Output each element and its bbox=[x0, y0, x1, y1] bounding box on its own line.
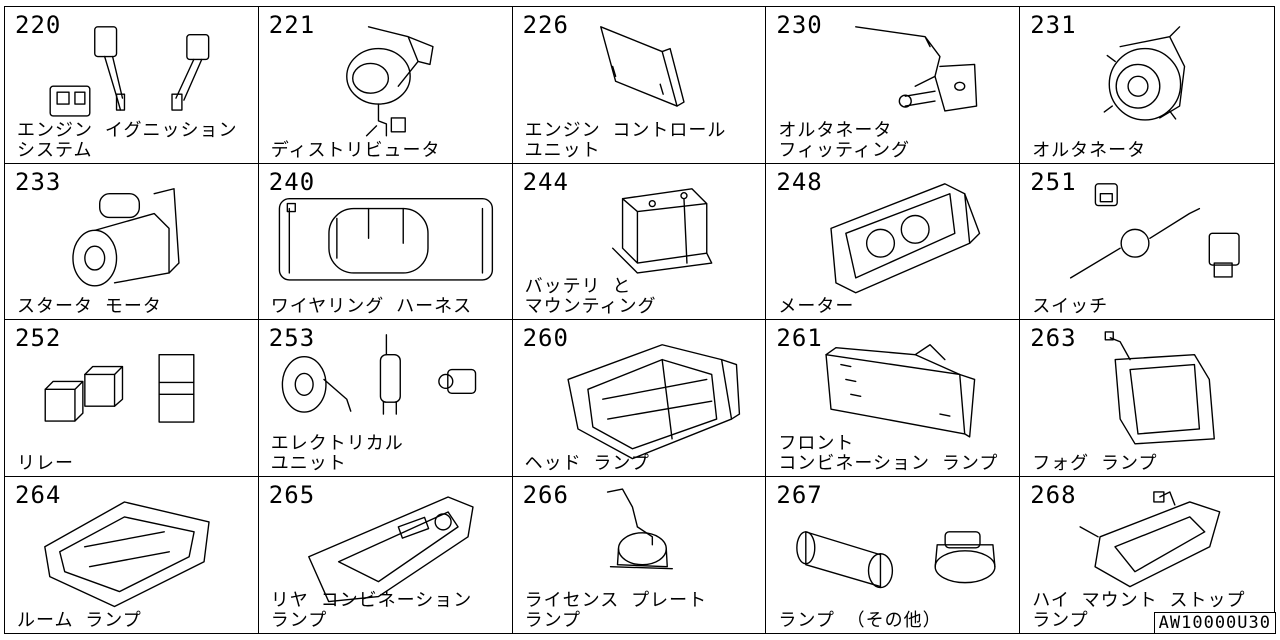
wiring-harness-icon bbox=[278, 197, 493, 281]
category-number: 267 bbox=[776, 480, 823, 509]
headlamp-icon bbox=[566, 344, 740, 460]
category-cell-251[interactable]: 251 スイッチ bbox=[1020, 164, 1274, 320]
fog-lamp-icon bbox=[1104, 331, 1216, 445]
alternator-icon bbox=[1103, 26, 1186, 121]
category-cell-266[interactable]: 266 ライセンス プレート ランプ bbox=[513, 476, 767, 633]
room-lamp-icon bbox=[44, 500, 210, 607]
relay-icon bbox=[44, 353, 195, 423]
category-number: 266 bbox=[522, 480, 569, 509]
category-label: オルタネータ フィッティング bbox=[778, 119, 910, 161]
category-cell-264[interactable]: 264 ルーム ランプ bbox=[5, 476, 259, 633]
category-cell-263[interactable]: 263 フォグ ランプ bbox=[1020, 320, 1274, 477]
control-unit-icon bbox=[599, 26, 685, 107]
category-label: ディストリビュータ bbox=[270, 139, 441, 161]
bulb-icon bbox=[796, 530, 996, 588]
category-label: エンジン コントロール ユニット bbox=[524, 119, 727, 161]
category-number: 252 bbox=[15, 324, 62, 352]
category-number: 265 bbox=[268, 480, 316, 509]
category-number: 260 bbox=[522, 324, 569, 352]
category-number: 233 bbox=[15, 167, 62, 196]
category-number: 231 bbox=[1030, 11, 1077, 39]
category-cell-226[interactable]: 226 エンジン コントロール ユニット bbox=[512, 7, 767, 164]
meter-cluster-icon bbox=[830, 182, 981, 293]
category-label: フロント コンビネーション ランプ bbox=[778, 432, 999, 474]
category-label: バッテリ と マウンティング bbox=[524, 276, 657, 317]
category-label: エンジン イグニッション システム bbox=[17, 119, 238, 161]
category-number: 264 bbox=[15, 480, 62, 509]
category-label: ルーム ランプ bbox=[17, 610, 142, 631]
category-label: ヘッド ランプ bbox=[524, 452, 650, 474]
category-cell-253[interactable]: 253 エレクトリカル ユニット bbox=[258, 320, 513, 477]
category-label: リヤ コンビネーション ランプ bbox=[270, 590, 473, 631]
category-cell-230[interactable]: 230 オルタネータ フィッティング bbox=[766, 7, 1021, 164]
category-number: 248 bbox=[776, 167, 823, 196]
category-label: スタータ モータ bbox=[17, 296, 162, 317]
category-number: 253 bbox=[268, 324, 316, 352]
category-number: 251 bbox=[1030, 167, 1077, 196]
category-cell-265[interactable]: 265 リヤ コンビネーション ランプ bbox=[259, 476, 513, 633]
category-cell-248[interactable]: 248 メーター bbox=[766, 163, 1021, 320]
rear-combination-lamp-icon bbox=[307, 495, 474, 602]
category-cell-240[interactable]: 240 ワイヤリング ハーネス bbox=[258, 163, 513, 320]
category-label: ハイ マウント ストップ ランプ bbox=[1032, 590, 1246, 631]
category-label: オルタネータ bbox=[1032, 139, 1147, 161]
switch-icon bbox=[1070, 182, 1240, 279]
horn-unit-icon bbox=[281, 334, 477, 415]
category-label: エレクトリカル ユニット bbox=[270, 432, 404, 474]
high-mount-stop-lamp-icon bbox=[1079, 490, 1221, 587]
category-label: スイッチ bbox=[1032, 296, 1109, 317]
category-number: 261 bbox=[776, 324, 823, 352]
alternator-bracket-icon bbox=[855, 26, 978, 112]
category-number: 220 bbox=[15, 11, 62, 39]
category-cell-231[interactable]: 231 オルタネータ bbox=[1020, 7, 1274, 164]
ignition-parts-icon bbox=[49, 26, 210, 117]
category-number: 268 bbox=[1030, 480, 1077, 509]
starter-motor-icon bbox=[72, 187, 180, 287]
category-number: 263 bbox=[1030, 324, 1077, 352]
category-label: ランプ （その他） bbox=[778, 610, 942, 631]
category-cell-267[interactable]: 267 ランプ （その他） bbox=[766, 476, 1021, 633]
category-cell-244[interactable]: 244 バッテリ と マウンティング bbox=[512, 163, 767, 320]
category-number: 244 bbox=[522, 167, 569, 196]
category-number: 230 bbox=[776, 11, 823, 39]
front-combination-lamp-icon bbox=[825, 344, 976, 438]
battery-icon bbox=[611, 187, 712, 274]
category-number: 226 bbox=[522, 11, 569, 39]
category-cell-221[interactable]: 221 ディストリビュータ bbox=[258, 7, 513, 164]
distributor-icon bbox=[345, 26, 434, 137]
parts-category-grid: 220 エンジン イグニッション システム 221 ディストリビュータ 226 エンジン… bbox=[4, 6, 1275, 634]
category-label: メーター bbox=[778, 296, 855, 317]
category-number: 221 bbox=[268, 11, 316, 39]
category-label: リレー bbox=[17, 452, 74, 474]
category-cell-261[interactable]: 261 フロント コンビネーション ランプ bbox=[766, 320, 1021, 477]
category-cell-252[interactable]: 252 リレー bbox=[5, 320, 259, 477]
category-cell-233[interactable]: 233 スタータ モータ bbox=[5, 163, 259, 320]
category-cell-260[interactable]: 260 ヘッド ランプ bbox=[512, 320, 767, 477]
license-plate-lamp-icon bbox=[606, 487, 673, 569]
category-number: 240 bbox=[268, 167, 316, 196]
category-cell-220[interactable]: 220 エンジン イグニッション システム bbox=[5, 7, 259, 164]
category-label: ワイヤリング ハーネス bbox=[270, 296, 473, 317]
drawing-code: AW10000U30 bbox=[1153, 612, 1276, 634]
category-cell-268[interactable]: 268 ハイ マウント ストップ ランプ bbox=[1020, 477, 1274, 634]
category-label: フォグ ランプ bbox=[1032, 452, 1158, 474]
category-label: ライセンス プレート ランプ bbox=[524, 590, 708, 631]
